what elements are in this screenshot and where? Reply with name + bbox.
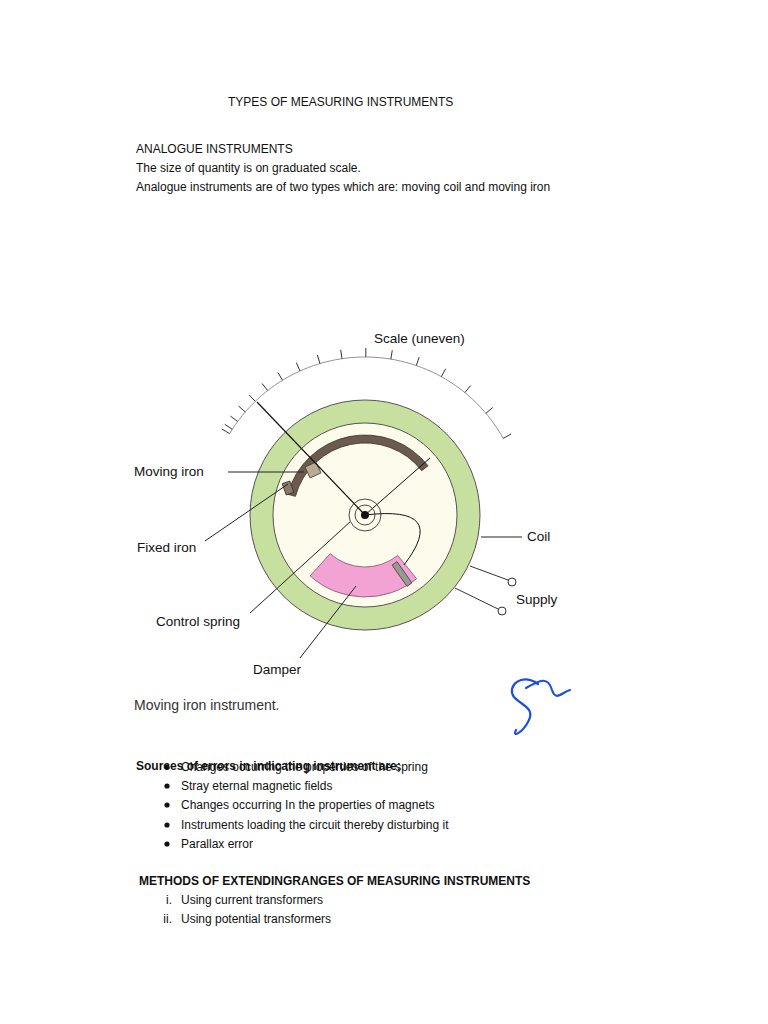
supply-lead: [470, 566, 508, 580]
supply-terminal: [498, 607, 506, 615]
leader-line: [250, 522, 350, 613]
instrument-drawing: [164, 348, 570, 847]
bullet-item: Stray eternal magnetic fields: [181, 779, 332, 793]
instrument-face: [273, 423, 457, 607]
scale-tick: [441, 369, 445, 377]
list-numeral: ii.: [163, 912, 172, 926]
ink-scribble: [512, 679, 570, 734]
leader-line: [300, 586, 356, 658]
scale-tick: [296, 363, 300, 371]
control-spring: [355, 505, 375, 525]
bullet-dot: [164, 802, 169, 807]
scale-tick: [486, 407, 493, 413]
section-heading: METHODS OF EXTENDINGRANGES OF MEASURING …: [139, 874, 530, 888]
moving-iron: [305, 462, 321, 478]
leader-line: [205, 484, 288, 541]
bullet-dot: [164, 841, 169, 846]
scale-tick: [225, 424, 233, 429]
scale-tick: [341, 350, 342, 359]
supply-terminal: [508, 578, 516, 586]
body-text: The size of quantity is on graduated sca…: [136, 161, 361, 175]
bullet-item: Instruments loading the circuit thereby …: [181, 818, 448, 832]
part-label: Control spring: [156, 614, 240, 630]
part-label: Damper: [253, 662, 301, 678]
part-label: Supply: [516, 592, 557, 608]
list-numeral: i.: [166, 893, 172, 907]
scale-tick: [391, 350, 392, 359]
fixed-iron: [288, 435, 428, 496]
leader-line: [481, 537, 522, 538]
control-spring: [349, 499, 381, 531]
pointer: [257, 402, 365, 515]
part-label: Moving iron: [134, 464, 204, 480]
scale-tick: [230, 416, 237, 421]
scale-tick: [365, 348, 366, 357]
list-item: Using potential transformers: [181, 912, 331, 926]
scale-tick: [262, 383, 268, 390]
part-label: Coil: [527, 529, 550, 545]
iron-arm: [365, 458, 430, 515]
scale-tick: [278, 373, 283, 381]
bullet-dot: [164, 783, 169, 788]
damper: [310, 554, 416, 597]
fixed-iron-tab: [282, 481, 294, 495]
page-title: TYPES OF MEASURING INSTRUMENTS: [228, 95, 453, 109]
leader-line: [228, 472, 304, 473]
figure-caption: Moving iron instrument.: [134, 697, 280, 714]
section-heading: ANALOGUE INSTRUMENTS: [136, 142, 293, 156]
scale-tick: [416, 357, 419, 366]
scale-tick: [465, 386, 471, 393]
part-label: Fixed iron: [137, 540, 196, 556]
bullet-dot: [164, 822, 169, 827]
body-text: Analogue instruments are of two types wh…: [136, 180, 550, 194]
bullet-item: Changes occurring In the properties of m…: [181, 798, 434, 812]
damper-vane: [392, 562, 412, 587]
scale-tick: [238, 406, 245, 412]
coil-ring: [250, 400, 480, 630]
supply-lead: [455, 588, 498, 609]
scale-tick: [249, 395, 255, 401]
pivot: [361, 511, 369, 519]
bullet-item: Parallax error: [181, 837, 253, 851]
bullet-item: Changes occurring the properties of the …: [181, 760, 428, 774]
list-item: Using current transformers: [181, 893, 323, 907]
scale-tick: [222, 429, 230, 434]
scale-tick: [503, 434, 511, 438]
scale-tick: [317, 355, 320, 364]
part-label: Scale (uneven): [374, 331, 465, 347]
